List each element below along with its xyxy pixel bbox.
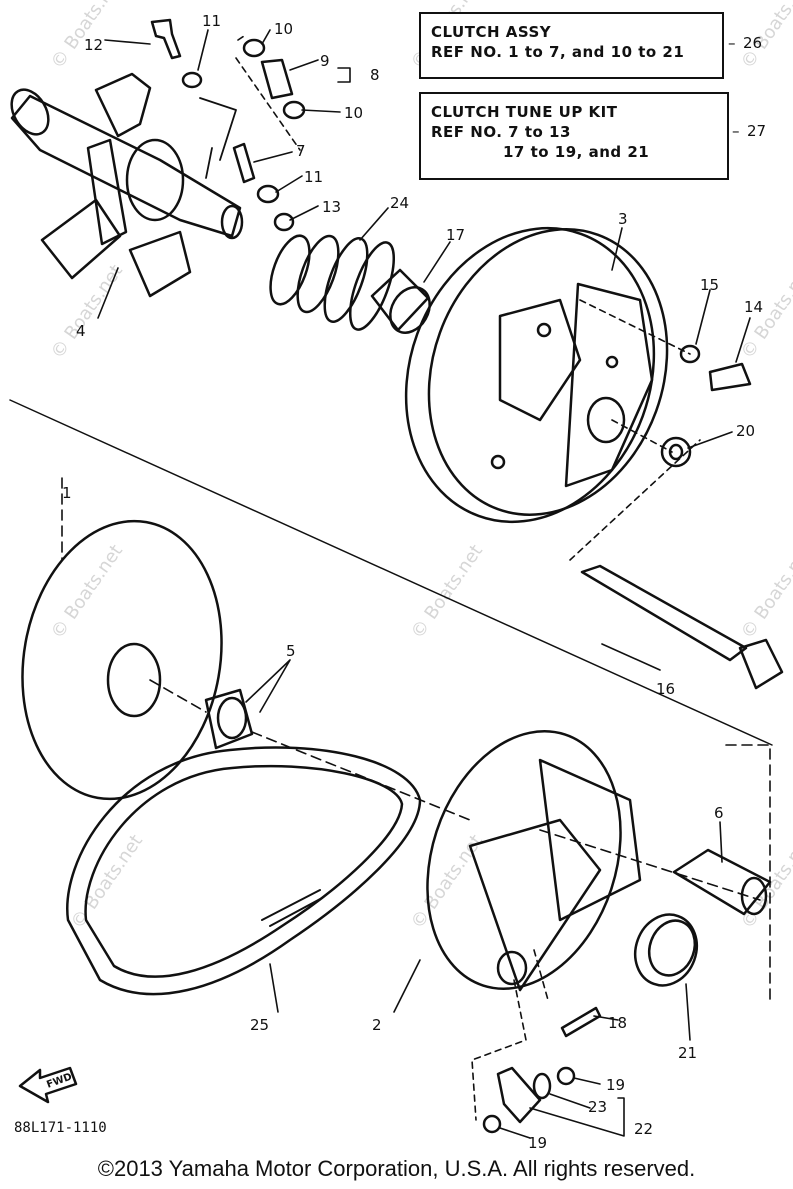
callout-2: 2: [372, 1016, 382, 1034]
part-code: 88L171-1110: [14, 1120, 107, 1136]
callout-11a: 11: [202, 12, 221, 30]
callout-27-dash: –: [732, 122, 740, 140]
callout-17: 17: [446, 226, 465, 244]
callout-18: 18: [608, 1014, 627, 1032]
svg-text:© Boats.net: © Boats.net: [407, 831, 487, 933]
callout-12: 12: [84, 36, 103, 54]
callout-10b: 10: [344, 104, 363, 122]
callout-8: 8: [370, 66, 380, 84]
svg-text:© Boats.net: © Boats.net: [737, 541, 793, 643]
spider-hub-part: [10, 72, 244, 298]
assembly-guide-line: [9, 399, 773, 746]
callout-10a: 10: [274, 20, 293, 38]
callout-21: 21: [678, 1044, 697, 1062]
callout-6: 6: [714, 804, 724, 822]
bolt-and-washer-parts: [579, 299, 752, 468]
callout-19a: 19: [606, 1076, 625, 1094]
svg-text:© Boats.net: © Boats.net: [407, 541, 487, 643]
svg-text:© Boats.net: © Boats.net: [47, 541, 127, 643]
pin-and-washer-parts: [150, 18, 306, 232]
callout-25: 25: [250, 1016, 269, 1034]
callout-7: 7: [296, 142, 306, 160]
movable-sheave-part: [426, 730, 642, 992]
tune-up-kit-box: CLUTCH TUNE UP KIT REF NO. 7 to 13 17 to…: [419, 92, 729, 180]
tune-up-kit-ref-line1: REF NO. 7 to 13: [431, 123, 571, 141]
callout-15: 15: [700, 276, 719, 294]
bushing-part: [370, 268, 431, 334]
alignment-lines: [61, 477, 771, 1001]
callout-numbers: 1 2 3 4 5 6 7 8 9 10 10 11 11 12 13 14 1…: [62, 12, 763, 1152]
leader-lines: [97, 29, 751, 1139]
weight-arm-parts: [471, 949, 602, 1134]
callout-1: 1: [62, 484, 72, 502]
spring-part: [269, 234, 396, 331]
callout-27: 27: [747, 122, 767, 140]
fixed-sheave-part: [21, 519, 223, 801]
callout-20: 20: [736, 422, 755, 440]
ring-part: [633, 913, 699, 987]
callout-23: 23: [588, 1098, 607, 1116]
fwd-arrow-icon: FWD: [18, 1066, 78, 1104]
callout-19b: 19: [528, 1134, 547, 1152]
tune-up-kit-title: CLUTCH TUNE UP KIT: [431, 103, 618, 121]
callout-26: 26: [743, 34, 763, 52]
callout-11b: 11: [304, 168, 323, 186]
roller-part: [204, 688, 254, 750]
callout-13: 13: [322, 198, 341, 216]
callout-3: 3: [618, 210, 628, 228]
callout-24: 24: [390, 194, 409, 212]
clutch-cover-part: [404, 226, 669, 524]
callout-9: 9: [320, 52, 330, 70]
callout-5: 5: [286, 642, 296, 660]
clutch-assy-title: CLUTCH ASSY: [431, 23, 552, 41]
callout-26-dash: –: [728, 34, 736, 52]
clutch-assy-ref: REF NO. 1 to 7, and 10 to 21: [431, 43, 685, 61]
callout-16: 16: [656, 680, 675, 698]
callout-4: 4: [76, 322, 86, 340]
copyright-notice: ©2013 Yamaha Motor Corporation, U.S.A. A…: [97, 1156, 696, 1181]
clutch-assy-box: CLUTCH ASSY REF NO. 1 to 7, and 10 to 21: [419, 12, 724, 79]
tune-up-kit-ref-line2: 17 to 19, and 21: [503, 143, 650, 161]
long-bolt-part: [569, 439, 784, 690]
callout-14: 14: [744, 298, 763, 316]
callout-22: 22: [634, 1120, 653, 1138]
